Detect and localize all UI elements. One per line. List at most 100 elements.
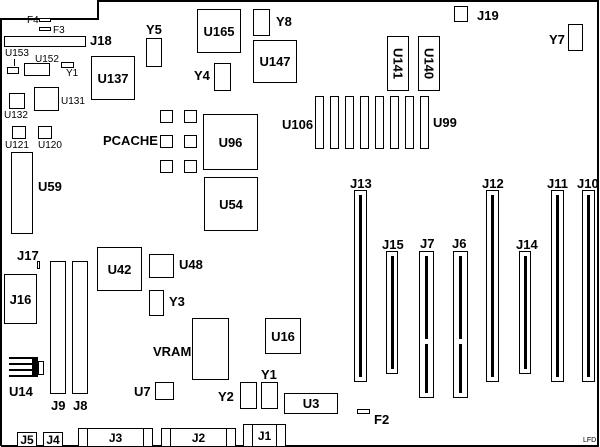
label-u99: U99 <box>433 115 457 130</box>
label-j18: J18 <box>90 33 112 48</box>
chip-u121 <box>12 126 26 139</box>
label-f3: F3 <box>53 25 65 36</box>
chip-u140: U140 <box>418 36 440 91</box>
label-u48: U48 <box>179 257 203 272</box>
label-y1-bottom: Y1 <box>261 367 277 382</box>
crystal-y5 <box>146 38 162 67</box>
slot-j10 <box>582 190 595 382</box>
label-u121: U121 <box>5 140 29 151</box>
label-u96: U96 <box>218 134 243 150</box>
label-u153: U153 <box>5 48 29 59</box>
label-j8: J8 <box>73 398 88 413</box>
chip-u7 <box>155 382 174 400</box>
label-f4: F4 <box>27 15 39 26</box>
chip-u153 <box>7 67 19 74</box>
label-u147: U147 <box>259 54 291 69</box>
label-j17: J17 <box>17 248 39 263</box>
label-y2: Y2 <box>218 389 234 404</box>
label-y4: Y4 <box>194 68 210 83</box>
chip-u120 <box>38 126 52 139</box>
simm-slot <box>375 96 384 149</box>
slot-j6 <box>453 251 468 398</box>
cache-chip <box>184 110 197 123</box>
label-j9: J9 <box>51 398 66 413</box>
connector-j1: J1 <box>243 424 286 447</box>
label-j4: J4 <box>46 432 60 447</box>
slot-j14 <box>519 251 531 374</box>
label-y7: Y7 <box>549 32 565 47</box>
chip-u152 <box>24 63 50 76</box>
label-j1: J1 <box>257 428 272 443</box>
connector-j2: J2 <box>161 428 236 447</box>
crystal-y1-bottom <box>261 382 278 409</box>
slot-j8 <box>72 261 88 394</box>
chip-vram <box>192 318 229 380</box>
simm-slot <box>390 96 399 149</box>
chip-u48 <box>149 254 174 278</box>
label-u165: U165 <box>203 23 235 39</box>
chip-u141: U141 <box>387 36 409 91</box>
label-j14: J14 <box>516 237 538 252</box>
chip-u147: U147 <box>253 40 297 83</box>
chip-u3: U3 <box>284 393 338 414</box>
slot-j15 <box>386 251 398 374</box>
fuse-f2 <box>357 409 370 414</box>
simm-slot <box>420 96 429 149</box>
chip-u16: U16 <box>265 318 301 354</box>
chip-u54: U54 <box>204 177 258 231</box>
simm-slot <box>345 96 354 149</box>
crystal-y1-top <box>61 62 74 68</box>
slot-j13 <box>354 190 367 382</box>
label-pcache: PCACHE <box>103 133 158 148</box>
connector-j16: J16 <box>4 274 37 324</box>
crystal-y8 <box>253 9 270 36</box>
label-u7: U7 <box>134 384 151 399</box>
label-j3: J3 <box>108 430 123 445</box>
chip-u131 <box>34 87 59 111</box>
label-u106: U106 <box>282 117 314 132</box>
slot-j7 <box>419 251 434 398</box>
label-j13: J13 <box>350 176 372 191</box>
label-j12: J12 <box>482 176 504 191</box>
cache-chip <box>160 110 173 123</box>
label-j6: J6 <box>452 236 467 251</box>
crystal-y4 <box>214 63 231 91</box>
crystal-y7 <box>568 24 583 51</box>
label-j11: J11 <box>547 176 568 191</box>
u153-leader <box>14 59 15 66</box>
crystal-y2 <box>240 382 257 409</box>
label-j15: J15 <box>382 237 404 252</box>
connector-j18 <box>4 36 86 47</box>
label-u137: U137 <box>97 70 129 86</box>
label-y3: Y3 <box>169 294 185 309</box>
slot-j9 <box>50 261 66 394</box>
jumper-j19 <box>454 6 468 22</box>
cache-chip <box>160 135 173 148</box>
chip-u96: U96 <box>203 114 258 170</box>
label-j19: J19 <box>477 8 499 23</box>
label-vram: VRAM <box>153 344 192 359</box>
label-u3: U3 <box>302 396 320 411</box>
crystal-y3 <box>149 290 164 316</box>
simm-slot <box>405 96 414 149</box>
label-u131: U131 <box>61 96 85 107</box>
chip-u42: U42 <box>97 247 142 291</box>
label-u141: U141 <box>390 47 406 80</box>
label-u132: U132 <box>4 110 28 121</box>
connector-j4: J4 <box>43 432 63 447</box>
slot-j12 <box>486 190 499 382</box>
chip-u59 <box>11 152 33 234</box>
label-f2: F2 <box>374 412 390 427</box>
label-u54: U54 <box>219 196 243 212</box>
jumper-j17 <box>37 261 40 269</box>
label-u59: U59 <box>38 179 62 194</box>
cache-chip <box>184 160 197 173</box>
chip-u137: U137 <box>91 56 135 100</box>
fuse-f3 <box>39 27 51 31</box>
label-u42: U42 <box>107 261 132 277</box>
regulator-u14-icon <box>9 357 45 379</box>
label-j7: J7 <box>420 236 435 251</box>
fuse-f4 <box>39 18 51 22</box>
